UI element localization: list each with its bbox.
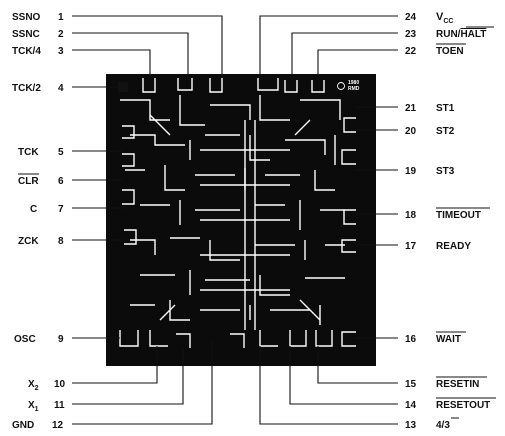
die-marking-year: 1980 [348,80,359,86]
copyright-icon [337,82,345,90]
circuit-traces [120,95,345,330]
lead-13 [259,346,398,425]
lead-24 [259,15,398,78]
pin-21-name: ST1 [436,103,455,114]
lead-15 [317,346,398,384]
pin-13-name-overlined: 3 [444,420,450,431]
pin-6-name: CLR [18,176,39,187]
alignment-mark [118,82,128,92]
pin-23-name-overlined: HALT [460,29,486,40]
pin-24-name-sub: CC [443,18,453,25]
pin-16-number: 16 [405,334,417,345]
pin-3-name: TCK/4 [12,46,41,57]
die-marking-code: RMD [348,86,360,92]
pin-23-name: RUN/HALT [436,29,486,40]
pin-22-name: TOEN [436,46,464,57]
pin-15-number: 15 [405,379,417,390]
pin-19-name: ST3 [436,166,455,177]
die-photo: 1980 RMD [102,70,380,370]
pin-13-number: 13 [405,420,417,431]
pin-13-name: 4/3 [436,420,450,431]
pin-5-number: 5 [58,147,64,158]
pin-7-number: 7 [58,204,64,215]
pin-11-name-sub: 1 [35,406,39,413]
pin-4-number: 4 [58,83,64,94]
pin-2-number: 2 [58,29,64,40]
lead-2 [72,32,189,78]
pin-1-number: 1 [58,12,64,23]
pin-15-name: RESETIN [436,379,479,390]
pin-13-name-base: 4/ [436,420,445,431]
die-marking: 1980 RMD [337,80,360,92]
pin-10-number: 10 [54,379,66,390]
pin-24-name: VCC [436,11,453,25]
pin-18-name: TIMEOUT [436,210,481,221]
pin-11-name: X1 [28,400,39,413]
pin-10-name-sub: 2 [35,385,39,392]
pin-22-number: 22 [405,46,417,57]
bond-pads [118,78,356,348]
pin-19-number: 19 [405,166,417,177]
lead-11 [72,348,184,405]
lead-22 [317,49,398,80]
lead-23 [291,32,398,80]
pin-24-name-base: V [436,11,444,23]
pin-2-name: SSNC [12,29,40,40]
pin-20-name: ST2 [436,126,455,137]
pin-7-name: C [30,204,37,215]
pin-17-number: 17 [405,241,417,252]
pin-10-name-base: X [28,379,35,390]
pin-leads [72,15,398,425]
pin-9-name: OSC [14,334,36,345]
pin-14-name: RESETOUT [436,400,490,411]
pin-21-number: 21 [405,103,417,114]
pin-11-name-base: X [28,400,35,411]
pin-16-name: WAIT [436,334,461,345]
pin-12-name: GND [12,420,34,431]
pin-23-name-base: RUN/ [436,29,461,40]
lead-3 [72,49,151,78]
pin-8-number: 8 [58,236,64,247]
lead-12 [72,340,213,425]
lead-14 [289,346,398,405]
pin-12-number: 12 [52,420,64,431]
pin-6-number: 6 [58,176,64,187]
pin-24-number: 24 [405,12,417,23]
lead-10 [72,346,158,384]
pin-23-number: 23 [405,29,417,40]
pin-11-number: 11 [54,400,65,411]
pin-4-name: TCK/2 [12,83,41,94]
pin-1-name: SSNO [12,12,41,23]
pin-10-name: X2 [28,379,39,392]
pin-9-number: 9 [58,334,64,345]
pin-17-name: READY [436,241,471,252]
pin-20-number: 20 [405,126,417,137]
left-pin-labels: SSNO 1 SSNC 2 TCK/4 3 TCK/2 4 TCK 5 CLR … [12,12,66,431]
pin-14-number: 14 [405,400,417,411]
right-pin-labels: 24 VCC 23 RUN/HALT 22 TOEN 21 ST1 20 ST2… [405,11,496,431]
pin-5-name: TCK [18,147,39,158]
pin-3-number: 3 [58,46,64,57]
pin-8-name: ZCK [18,236,39,247]
pin-18-number: 18 [405,210,417,221]
lead-1 [72,15,223,78]
